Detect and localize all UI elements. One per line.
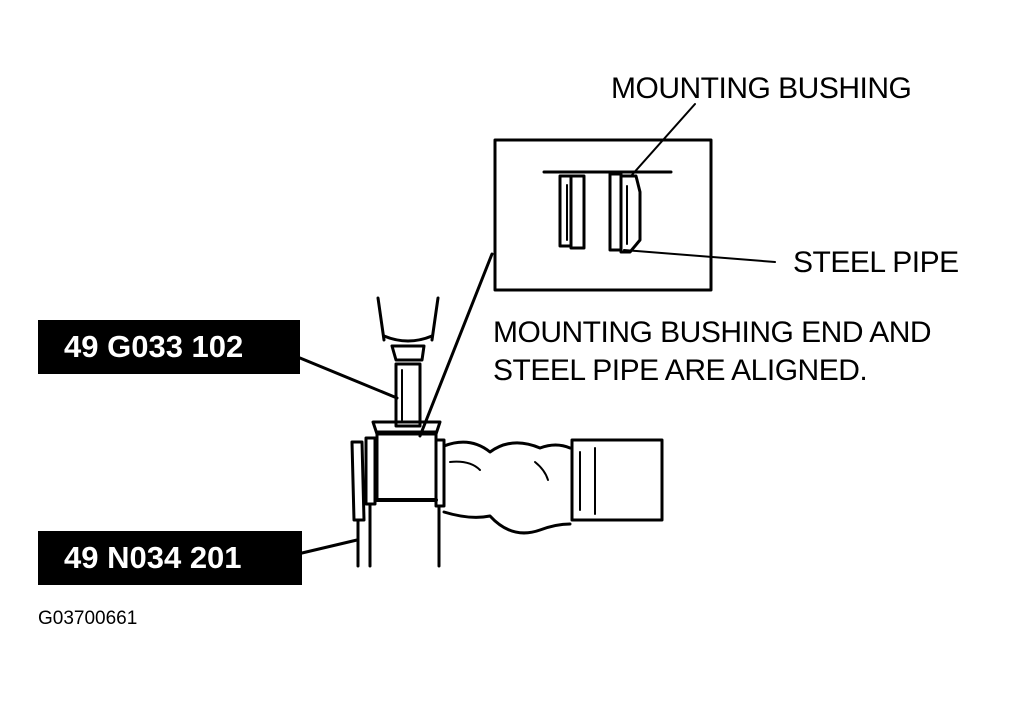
inset-pointer-line <box>418 252 494 438</box>
steel-pipe-leader <box>623 249 776 263</box>
tool-lower-tag: 49 N034 201 <box>38 531 302 585</box>
figure-id: G03700661 <box>38 608 138 629</box>
tool-upper-tag: 49 G033 102 <box>38 320 300 374</box>
mounting-bushing-leader <box>630 103 696 177</box>
alignment-note-line1: MOUNTING BUSHING END AND <box>493 316 932 349</box>
steel-pipe-label: STEEL PIPE <box>793 246 959 279</box>
tool-lower-leader <box>300 538 359 555</box>
alignment-note-line2: STEEL PIPE ARE ALIGNED. <box>493 354 868 387</box>
mounting-bushing-label: MOUNTING BUSHING <box>611 72 912 105</box>
trailing-arm <box>442 438 664 535</box>
detail-inset <box>493 138 713 292</box>
support-tool-lower <box>350 420 446 568</box>
tool-upper-leader <box>298 356 399 400</box>
press-tool-upper <box>376 296 440 428</box>
